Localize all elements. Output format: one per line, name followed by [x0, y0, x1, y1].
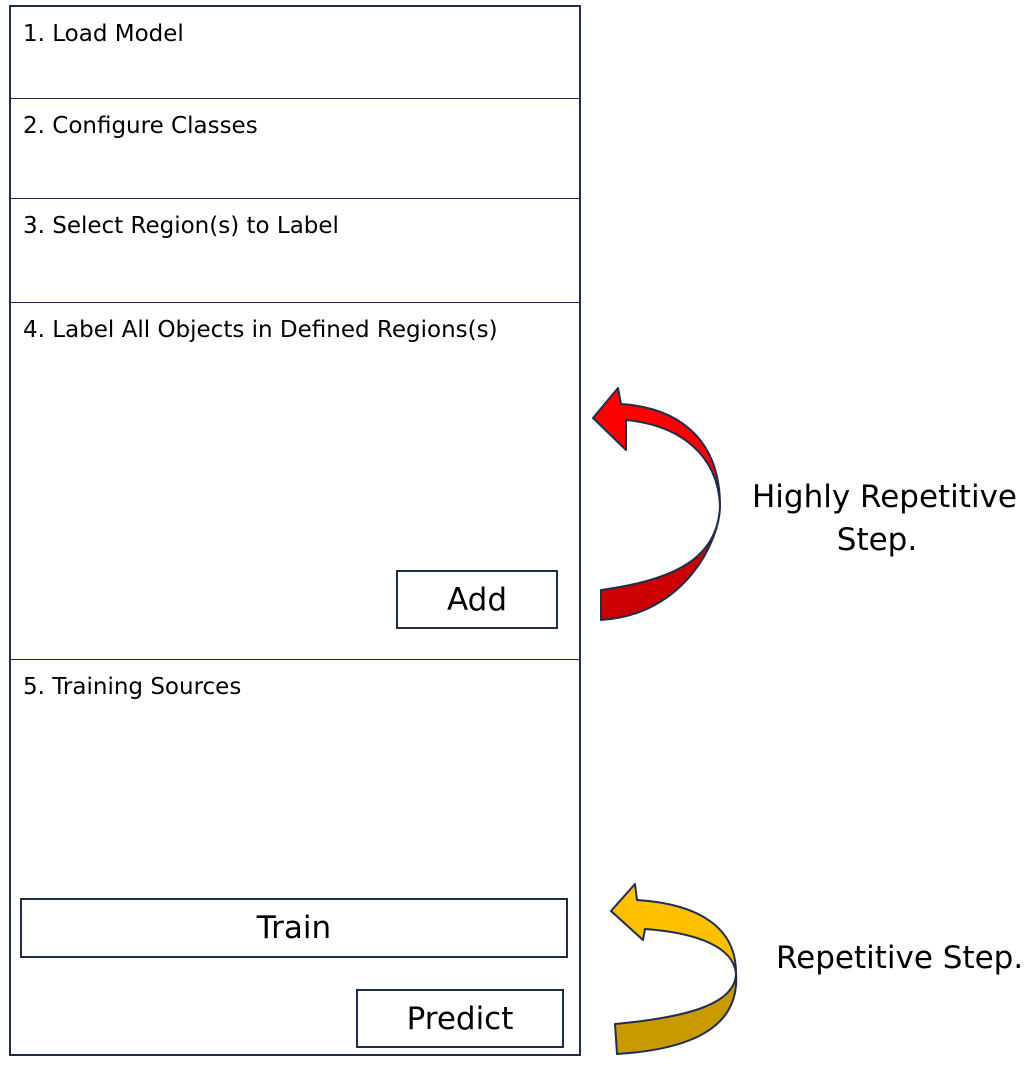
- red-loop-arrow-icon: [592, 387, 721, 621]
- repetitive-annotation: Repetitive Step.: [776, 940, 1024, 976]
- highly-repetitive-line2: Step.: [836, 522, 918, 559]
- highly-repetitive-annotation: Highly Repetitive Step.: [752, 476, 1017, 563]
- section-training-sources: 5. Training Sources Train Predict: [11, 660, 579, 1054]
- section-title-label-objects: 4. Label All Objects in Defined Regions(…: [23, 317, 498, 343]
- train-button[interactable]: Train: [20, 898, 568, 958]
- highly-repetitive-line1: Highly Repetitive: [752, 479, 1017, 515]
- section-title-training-sources: 5. Training Sources: [23, 674, 242, 700]
- section-configure-classes: 2. Configure Classes: [11, 99, 579, 199]
- section-title-load-model: 1. Load Model: [23, 21, 184, 47]
- section-load-model: 1. Load Model: [11, 7, 579, 99]
- add-button[interactable]: Add: [396, 570, 558, 629]
- predict-button[interactable]: Predict: [356, 989, 564, 1048]
- section-title-configure-classes: 2. Configure Classes: [23, 113, 258, 139]
- section-select-regions: 3. Select Region(s) to Label: [11, 199, 579, 303]
- section-label-objects: 4. Label All Objects in Defined Regions(…: [11, 303, 579, 660]
- section-title-select-regions: 3. Select Region(s) to Label: [23, 213, 339, 239]
- workflow-panel: 1. Load Model 2. Configure Classes 3. Se…: [9, 5, 581, 1056]
- yellow-loop-arrow-icon: [610, 883, 738, 1055]
